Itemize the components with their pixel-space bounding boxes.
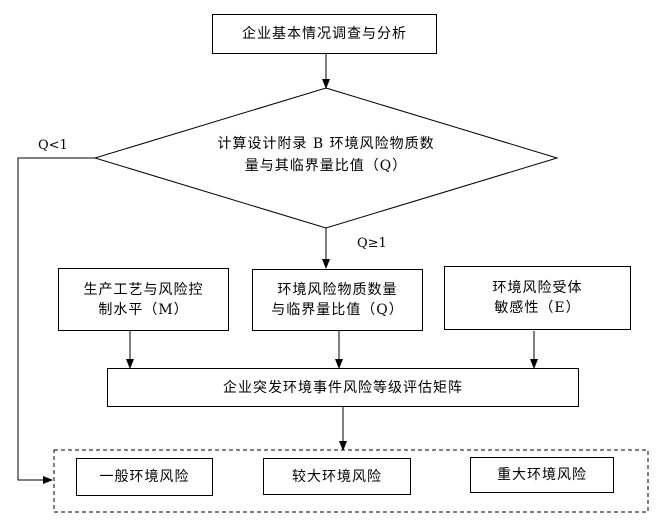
edge-label-q-less: Q<1	[38, 138, 68, 153]
larger-risk-text: 较大环境风险	[292, 468, 382, 485]
receptor-e-box: 环境风险受体 敏感性（E）	[444, 266, 631, 330]
result-group-frame	[53, 449, 649, 513]
enterprise-survey-text: 企业基本情况调查与分析	[242, 26, 407, 42]
risk-matrix-box: 企业突发环境事件风险等级评估矩阵	[107, 368, 579, 407]
ratio-q-box: 环境风险物质数量 与临界量比值（Q）	[252, 269, 423, 331]
decision-text: 计算设计附录 B 环境风险物质数 量与其临界量比值（Q）	[217, 136, 435, 174]
larger-risk-box: 较大环境风险	[263, 458, 411, 495]
ratio-q-text: 环境风险物质数量 与临界量比值（Q）	[271, 282, 404, 318]
risk-matrix-text: 企业突发环境事件风险等级评估矩阵	[223, 379, 463, 396]
process-m-text: 生产工艺与风险控 制水平（M）	[83, 281, 204, 318]
arrow-q-less-path	[17, 157, 95, 484]
major-risk-box: 重大环境风险	[470, 457, 614, 493]
process-m-box: 生产工艺与风险控 制水平（M）	[58, 268, 229, 331]
general-risk-box: 一般环境风险	[76, 458, 213, 496]
major-risk-text: 重大环境风险	[497, 467, 587, 483]
receptor-e-text: 环境风险受体 敏感性（E）	[492, 280, 583, 316]
general-risk-text: 一般环境风险	[99, 469, 190, 485]
edge-label-q-ge: Q≥1	[357, 236, 387, 251]
enterprise-survey-box: 企业基本情况调查与分析	[212, 14, 437, 54]
